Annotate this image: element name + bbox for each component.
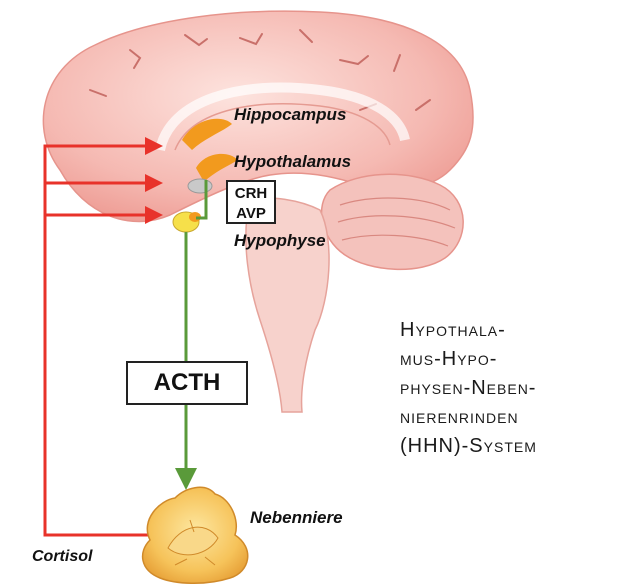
acth-box: ACTH: [126, 361, 248, 405]
hypophyse-label: Hypophyse: [234, 231, 326, 251]
hippocampus-label: Hippocampus: [234, 105, 346, 125]
hypothalamus-label: Hypothalamus: [234, 152, 351, 172]
nebenniere-label: Nebenniere: [250, 508, 343, 528]
title-line-2: mus-Hypo-: [400, 345, 537, 374]
crh-avp-box: CRH AVP: [226, 180, 276, 224]
avp-text: AVP: [228, 204, 274, 224]
cortisol-label: Cortisol: [32, 548, 92, 566]
title-line-5: (HHN)-System: [400, 432, 537, 461]
cerebellum-shape: [322, 174, 464, 269]
title-line-1: Hypothala-: [400, 316, 537, 345]
acth-arrowhead: [175, 468, 197, 490]
crh-text: CRH: [228, 184, 274, 204]
system-title: Hypothala- mus-Hypo- physen-Neben- niere…: [400, 316, 537, 461]
title-line-3: physen-Neben-: [400, 374, 537, 403]
title-line-4: nierenrinden: [400, 403, 537, 432]
